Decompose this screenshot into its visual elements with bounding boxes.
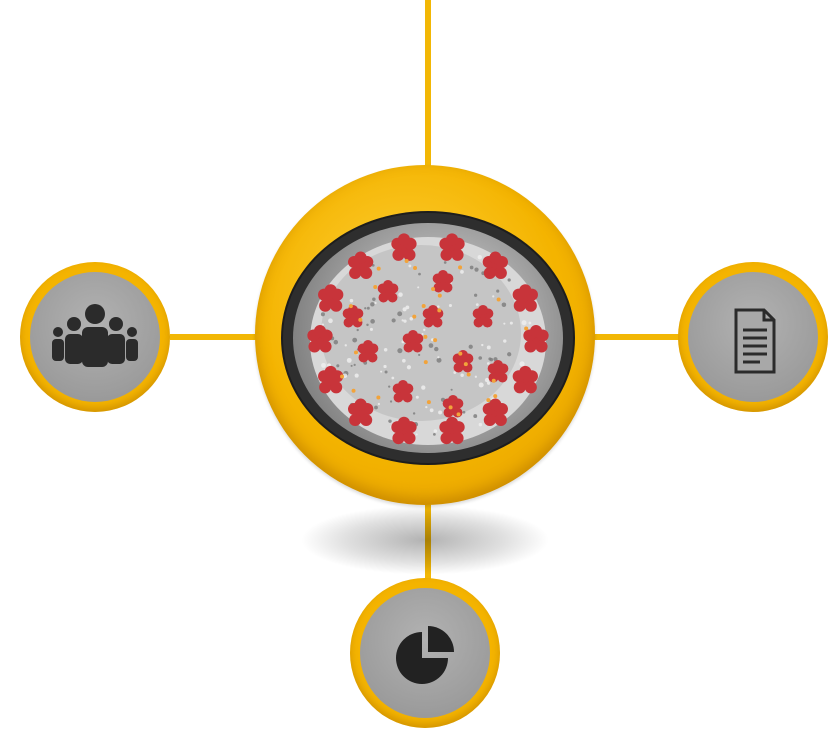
virus-spike (392, 379, 414, 403)
virus-spike (342, 304, 364, 328)
document-icon (734, 308, 776, 374)
virus-spike (432, 269, 454, 293)
connector-right (592, 334, 680, 340)
coronavirus-image (293, 223, 563, 453)
virus-spike (391, 416, 417, 445)
virus-spike (512, 284, 538, 312)
pie-chart-node-face (360, 588, 490, 718)
people-node-face (30, 272, 160, 402)
virus-spike (523, 325, 549, 353)
document-node[interactable] (678, 262, 828, 412)
pie-chart-icon (396, 626, 454, 684)
pie-chart-node[interactable] (350, 578, 500, 728)
connector-top (425, 0, 431, 170)
virus-spike (318, 365, 344, 394)
virus-spike (512, 365, 538, 394)
virus-spike (402, 329, 424, 353)
virus-spike (422, 304, 444, 328)
people-node[interactable] (20, 262, 170, 412)
hub-shadow (300, 505, 550, 575)
connector-bottom (425, 500, 431, 580)
virus-spike (307, 325, 333, 353)
hub-dark-ring (283, 213, 573, 463)
virus-spike (482, 398, 508, 427)
virus-spike (318, 284, 344, 312)
virus-spike (377, 279, 399, 303)
document-node-face (688, 272, 818, 402)
virus-spike (487, 359, 509, 383)
connector-left (170, 334, 262, 340)
virus-spike (348, 398, 374, 427)
virus-spike (482, 251, 508, 280)
virus-spike (357, 339, 379, 363)
virus-spike (348, 251, 374, 280)
virus-spike (439, 233, 465, 261)
central-hub (255, 165, 595, 505)
people-group-icon (52, 304, 138, 367)
virus-spike (391, 233, 417, 261)
virus-spike (472, 304, 494, 328)
virus-spike (439, 416, 465, 445)
virus-illustration (307, 233, 549, 445)
